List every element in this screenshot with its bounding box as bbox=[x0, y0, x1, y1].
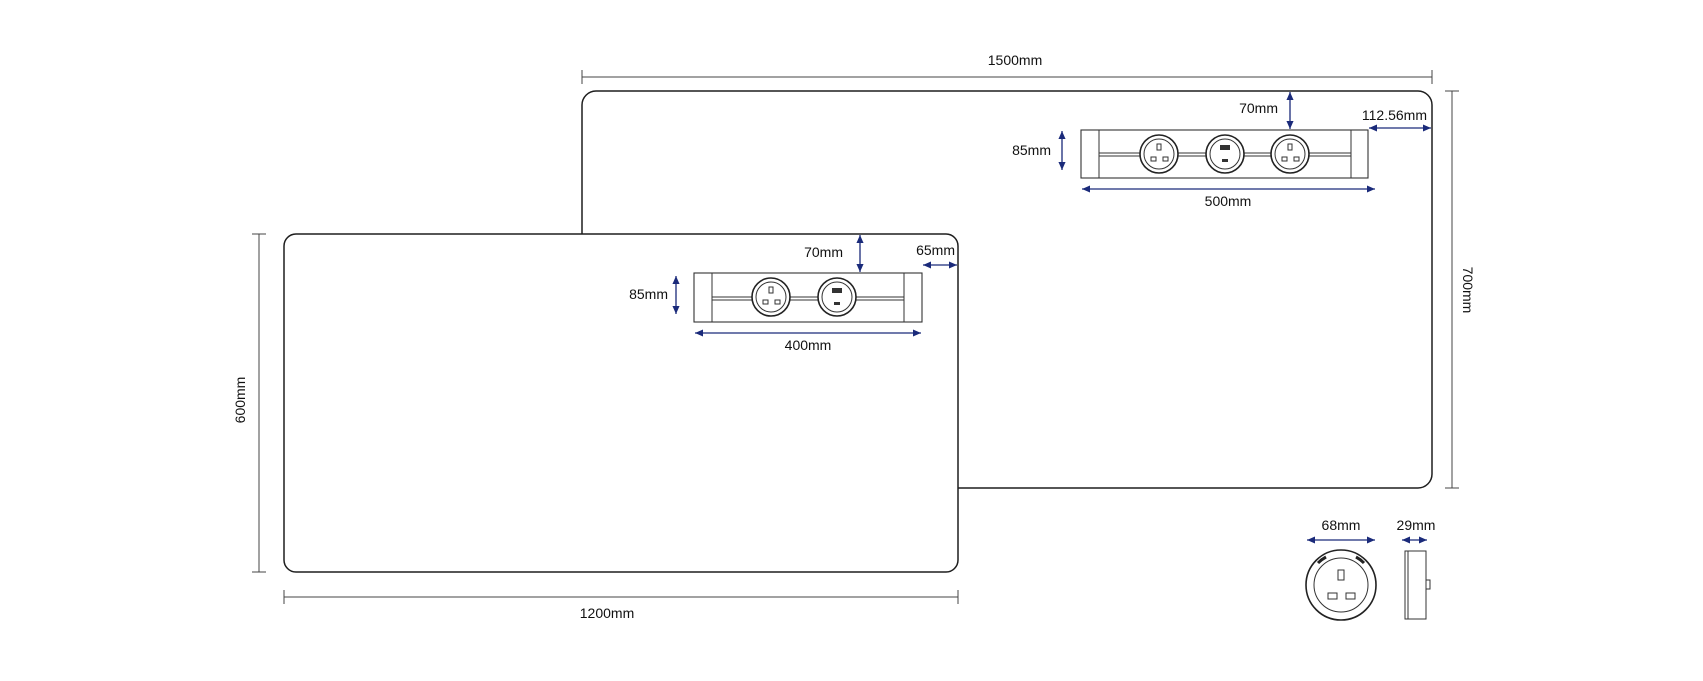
socket-depth-dimension: 29mm bbox=[1397, 517, 1436, 544]
uk-socket-icon bbox=[751, 277, 791, 317]
live-pin-slot bbox=[1327, 592, 1338, 600]
large-edge-offset-label: 70mm bbox=[1239, 100, 1278, 116]
small-desk: 1200mm 600mm bbox=[232, 233, 959, 621]
large-unit-width-dimension: 500mm bbox=[1082, 185, 1375, 209]
socket-diameter-dimension: 68mm bbox=[1307, 517, 1375, 544]
large-power-unit bbox=[1080, 129, 1369, 179]
small-desk-width-dimension: 1200mm bbox=[283, 590, 959, 621]
usb-socket-icon bbox=[817, 277, 857, 317]
socket-diameter-label: 68mm bbox=[1322, 517, 1361, 533]
socket-front-view bbox=[1305, 549, 1377, 621]
large-unit-height-label: 85mm bbox=[1012, 142, 1051, 158]
small-edge-offset-dimension: 70mm bbox=[804, 235, 864, 272]
socket-detail: 68mm 29mm bbox=[1305, 517, 1436, 621]
small-power-unit bbox=[693, 272, 923, 323]
large-desk-width-dimension: 1500mm bbox=[581, 52, 1433, 84]
small-side-offset-dimension: 65mm bbox=[916, 242, 957, 269]
large-edge-offset-dimension: 70mm bbox=[1239, 92, 1294, 129]
small-desk-depth-label: 600mm bbox=[232, 377, 248, 424]
uk-socket-icon bbox=[1270, 134, 1310, 174]
large-side-offset-label: 112.56mm bbox=[1362, 107, 1427, 123]
small-edge-offset-label: 70mm bbox=[804, 244, 843, 260]
large-desk-depth-label: 700mm bbox=[1460, 267, 1476, 314]
socket-depth-label: 29mm bbox=[1397, 517, 1436, 533]
earth-pin-slot bbox=[1337, 569, 1345, 581]
large-unit-width-label: 500mm bbox=[1205, 193, 1252, 209]
large-unit-height-dimension: 85mm bbox=[1012, 131, 1066, 170]
small-side-offset-label: 65mm bbox=[916, 242, 955, 258]
small-unit-width-dimension: 400mm bbox=[695, 329, 921, 353]
large-side-offset-dimension: 112.56mm bbox=[1362, 107, 1431, 132]
large-desk-width-label: 1500mm bbox=[988, 52, 1042, 68]
small-unit-height-dimension: 85mm bbox=[629, 276, 680, 314]
large-desk-depth-dimension: 700mm bbox=[1445, 90, 1476, 489]
usb-socket-icon bbox=[1205, 134, 1245, 174]
small-desk-width-label: 1200mm bbox=[580, 605, 634, 621]
socket-side-view bbox=[1404, 550, 1431, 620]
neutral-pin-slot bbox=[1345, 592, 1356, 600]
small-unit-width-label: 400mm bbox=[785, 337, 832, 353]
small-unit-height-label: 85mm bbox=[629, 286, 668, 302]
small-desk-depth-dimension: 600mm bbox=[232, 233, 266, 573]
uk-socket-icon bbox=[1139, 134, 1179, 174]
